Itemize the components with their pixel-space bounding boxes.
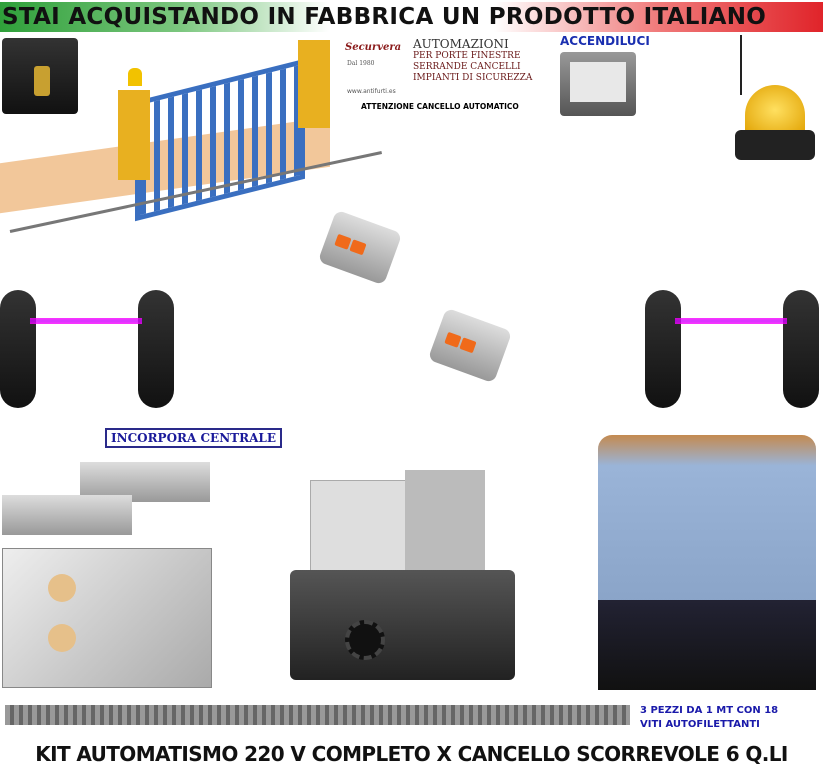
photocell xyxy=(138,290,174,408)
logo-brand: Securvera xyxy=(345,42,402,53)
pillar xyxy=(298,40,330,128)
base-plate xyxy=(2,548,212,688)
motor-open-image xyxy=(285,460,520,695)
motor-bottom xyxy=(598,600,816,690)
pillar xyxy=(118,90,150,180)
photocell-beam xyxy=(30,318,142,324)
logo-line: IMPIANTI DI SICUREZZA xyxy=(413,73,533,83)
motor-closed-image xyxy=(593,435,821,693)
key-selector-image xyxy=(2,38,78,114)
motor-body xyxy=(405,470,485,570)
logo-line: AUTOMAZIONI xyxy=(413,37,509,51)
antenna xyxy=(740,35,742,95)
securvera-logo: Securvera AUTOMAZIONI PER PORTE FINESTRE… xyxy=(345,38,532,120)
warning-sign: ATTENZIONE CANCELLO AUTOMATICO xyxy=(361,102,519,111)
gate-illustration xyxy=(0,40,383,270)
lamp-icon xyxy=(128,68,142,86)
key-icon xyxy=(34,66,50,96)
lamp-dome xyxy=(745,85,805,135)
logo-line: SERRANDE CANCELLI xyxy=(413,62,521,72)
incorpora-centrale-label: INCORPORA CENTRALE xyxy=(105,428,282,448)
logo-lines: AUTOMAZIONI PER PORTE FINESTRE SERRANDE … xyxy=(413,38,532,84)
photocell-beam xyxy=(675,318,787,324)
flashing-lamp-image xyxy=(730,35,820,195)
lamp-base xyxy=(735,130,815,160)
accendiluci-label: ACCENDILUCI xyxy=(560,34,650,48)
light-switch-module-image xyxy=(560,52,636,116)
gear-icon xyxy=(345,620,385,660)
photocell xyxy=(645,290,681,408)
photocell xyxy=(0,290,36,408)
photocell xyxy=(783,290,819,408)
control-board xyxy=(310,480,420,575)
rack-description: 3 PEZZI DA 1 MT CON 18 VITI AUTOFILETTAN… xyxy=(640,704,778,732)
motor-base xyxy=(290,570,515,680)
motor-cover xyxy=(598,435,816,605)
remote-control xyxy=(427,307,513,384)
footer-title: KIT AUTOMATISMO 220 V COMPLETO X CANCELL… xyxy=(35,742,788,766)
gear-rack xyxy=(5,705,630,725)
logo-since: Dal 1980 xyxy=(347,60,375,67)
rack-description-line: 3 PEZZI DA 1 MT CON 18 xyxy=(640,705,779,716)
logo-url: www.antifurti.es xyxy=(347,88,396,95)
logo-line: PER PORTE FINESTRE xyxy=(413,51,521,61)
rack-description-line: VITI AUTOFILETTANTI xyxy=(640,719,760,730)
header-title: STAI ACQUISTANDO IN FABBRICA UN PRODOTTO… xyxy=(0,2,823,32)
remote-control xyxy=(317,209,403,286)
limit-bracket xyxy=(2,495,132,535)
